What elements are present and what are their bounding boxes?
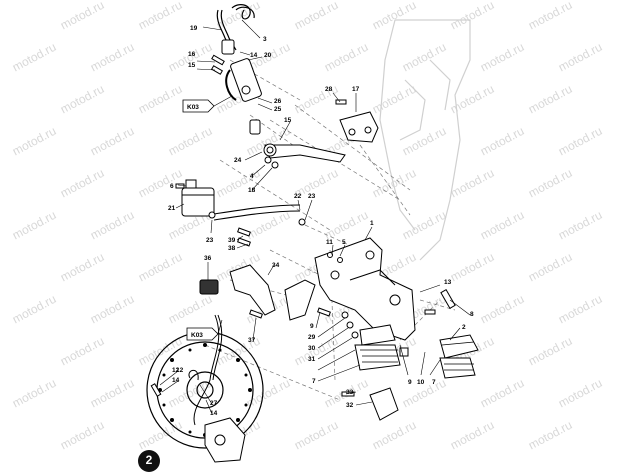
- ref-tag-label: K03: [187, 104, 199, 111]
- callout-number: 11: [326, 239, 333, 246]
- ref-tag-label: K03: [191, 332, 203, 339]
- bracket-34: [229, 264, 276, 316]
- callout-number: 33: [346, 389, 354, 396]
- callout-number: 15: [188, 62, 196, 69]
- callout-number: 1: [370, 220, 374, 227]
- callout-number: 9: [408, 379, 412, 386]
- callout-number: 14: [210, 410, 218, 417]
- callout-number: 14: [172, 377, 180, 384]
- callout-number: 2: [462, 324, 466, 331]
- ref-tag-bottom: K03: [186, 319, 223, 341]
- callout-number: 26: [274, 98, 282, 105]
- callout-number: 21: [168, 205, 176, 212]
- callout-number: 23: [206, 237, 214, 244]
- callout-number: 30: [308, 345, 316, 352]
- callout-number: 7: [312, 378, 316, 385]
- callout-number: 10: [417, 379, 425, 386]
- callout-number: 32: [346, 402, 354, 409]
- bracket-17: [339, 111, 379, 143]
- callout-number: 38: [228, 245, 236, 252]
- callout-number: 23: [308, 193, 316, 200]
- callout-labels: 19 3 20 14 16 15 28 17 26 25 15 24 4 18 …: [168, 25, 474, 417]
- callout-number: 18: [248, 187, 256, 194]
- callout-number: 13: [444, 279, 452, 286]
- callout-number: 12: [176, 367, 184, 374]
- callout-number: 31: [308, 356, 316, 363]
- footpegs: [354, 324, 479, 379]
- callout-number: 27: [210, 400, 218, 407]
- callout-number: 28: [325, 86, 333, 93]
- frame-outline: [379, 19, 471, 261]
- reservoir: [181, 179, 215, 217]
- brake-pedal: [249, 119, 346, 163]
- callout-number: 17: [352, 86, 360, 93]
- callout-number: 5: [342, 239, 346, 246]
- callout-number: 12: [172, 367, 180, 374]
- callout-number: 6: [170, 183, 174, 190]
- callout-number: 29: [308, 334, 316, 341]
- callout-number: 8: [470, 311, 474, 318]
- callout-number: 7: [432, 379, 436, 386]
- sensor-block: [199, 279, 219, 295]
- lower-peg: [369, 387, 399, 421]
- callout-number: 25: [274, 106, 282, 113]
- callout-number: 37: [248, 337, 256, 344]
- callout-number: 36: [204, 255, 212, 262]
- footrest-bracket: [314, 237, 416, 341]
- master-cylinder: [221, 39, 262, 102]
- brake-caliper: [204, 417, 246, 463]
- heel-plate: [284, 279, 316, 321]
- callout-number: 9: [310, 323, 314, 330]
- callout-number: 16: [188, 51, 196, 58]
- callout-number: 34: [272, 262, 280, 269]
- callout-number: 14: [250, 52, 258, 59]
- ref-tag-top: K03: [182, 95, 233, 113]
- callout-number: 3: [263, 36, 267, 43]
- callout-number: 20: [264, 52, 272, 59]
- pin-8: [440, 289, 456, 309]
- callout-number: 39: [228, 237, 236, 244]
- callout-number: 19: [190, 25, 198, 32]
- callout-number: 15: [284, 117, 292, 124]
- callout-leaders: [159, 19, 471, 415]
- rear-brake-hose: [216, 4, 255, 51]
- callout-number: 24: [234, 157, 242, 164]
- reservoir-hose: [213, 204, 301, 221]
- callout-number: 4: [250, 173, 254, 180]
- page-number-badge: 2: [138, 450, 160, 472]
- callout-number: 22: [294, 193, 302, 200]
- caliper-hose: [188, 314, 223, 426]
